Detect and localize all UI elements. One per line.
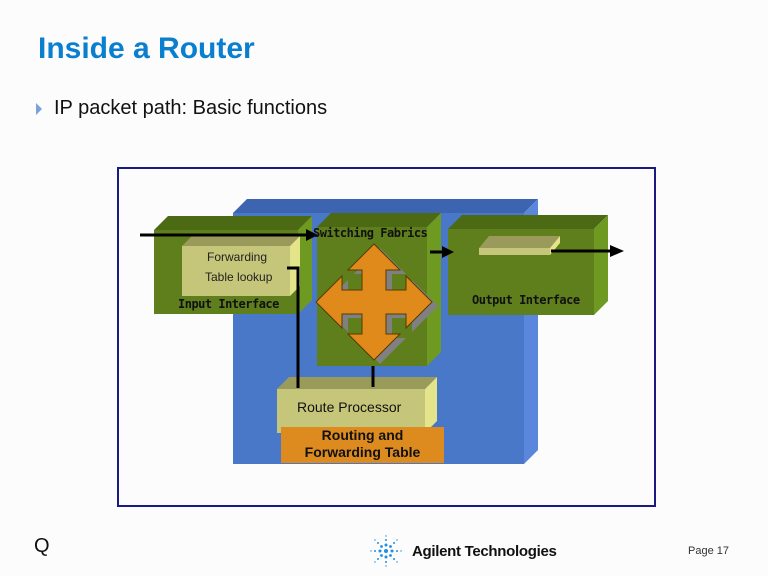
slide-title: Inside a Router [38,32,255,65]
packet-path-arrows [140,233,612,388]
input-interface-label: Input Interface [178,297,279,311]
output-interface-label: Output Interface [472,293,580,307]
input-interface-module [154,216,312,314]
routing-table-line2: Forwarding Table [304,444,421,460]
agilent-spark-icon [370,535,402,567]
routing-forwarding-table: Routing and Forwarding Table [281,427,444,463]
agilent-logo: Agilent Technologies [368,534,557,568]
route-processor-module [277,377,437,433]
arrowhead-to-output [442,246,454,258]
forwarding-label: Forwarding [207,250,268,264]
routing-table-line1: Routing and [321,427,404,443]
brand-name: Agilent Technologies [412,542,557,560]
four-way-arrow-icon [315,243,433,361]
switching-fabrics-label: Switching Fabrics [313,226,428,240]
bullet-text: IP packet path: Basic functions [54,97,328,119]
route-processor-label: Route Processor [297,399,402,415]
arrowhead-exit [610,245,624,257]
switching-fabric-module [315,213,441,366]
footer-mark: Q [34,535,50,557]
triangle-bullet-icon [36,102,42,115]
arrowhead-to-fabric [306,229,318,241]
output-interface-module [448,215,608,315]
bullet-item: IP packet path: Basic functions [36,97,327,120]
table-lookup-label: Table lookup [205,270,273,284]
page-number: Page 17 [688,545,729,557]
